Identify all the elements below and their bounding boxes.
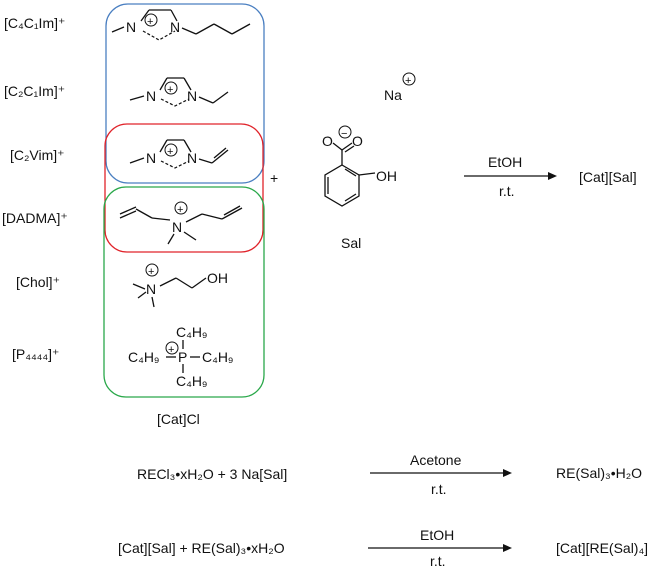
svg-text:N: N [172, 219, 182, 235]
svg-text:N: N [187, 150, 197, 166]
svg-text:N: N [126, 19, 136, 35]
reaction3-condition-top: EtOH [420, 527, 454, 543]
svg-text:+: + [167, 146, 173, 158]
svg-text:+: + [405, 75, 411, 87]
svg-text:N: N [146, 281, 156, 297]
structure-chol: + N OH [132, 263, 228, 308]
svg-text:N: N [146, 150, 156, 166]
structure-salicylate: O − O OH [322, 125, 397, 207]
reaction2-condition-top: Acetone [410, 452, 462, 468]
plus-sign: + [270, 170, 278, 186]
reaction3-reactants: [Cat][Sal] + RE(Sal)₃•xH₂O [118, 540, 285, 556]
svg-text:C₄H₉: C₄H₉ [176, 324, 208, 340]
reaction1-product: [Cat][Sal] [579, 169, 637, 185]
reaction2-reactants: RECl₃•xH₂O + 3 Na[Sal] [137, 466, 287, 482]
reaction3-product: [Cat][RE(Sal)₄] [556, 540, 648, 556]
svg-text:OH: OH [376, 168, 397, 184]
cation-label-c2c1im: [C₂C₁Im]⁺ [4, 83, 65, 99]
svg-text:N: N [187, 88, 197, 104]
structure-p4444: C₄H₉ C₄H₉ + P C₄H₉ C₄H₉ [128, 324, 234, 389]
structure-c2vim: N + N [129, 139, 229, 169]
svg-text:P: P [178, 349, 187, 365]
cation-label-p4444: [P₄₄₄₄]⁺ [12, 346, 59, 362]
reaction3-condition-bottom: r.t. [430, 553, 446, 569]
reaction1-condition-top: EtOH [488, 154, 522, 170]
cation-label-dadma: [DADMA]⁺ [2, 210, 68, 226]
reaction2-condition-bottom: r.t. [431, 481, 447, 497]
structure-c4c1im: N + N [111, 9, 251, 41]
structure-c2c1im: N + N [129, 77, 229, 107]
vinyl-group-box [104, 123, 264, 253]
svg-text:+: + [167, 84, 173, 96]
cation-label-c4c1im: [C₄C₁Im]⁺ [4, 15, 65, 31]
reaction2-product: RE(Sal)₃•H₂O [556, 465, 642, 481]
svg-text:C₄H₉: C₄H₉ [202, 349, 234, 365]
svg-text:+: + [148, 266, 154, 278]
sodium-label: Na [384, 87, 402, 103]
structure-dadma: N + [119, 201, 243, 245]
cat-cl-label: [Cat]Cl [157, 411, 200, 427]
cation-label-chol: [Chol]⁺ [16, 274, 60, 290]
svg-text:+: + [147, 16, 153, 28]
sal-label: Sal [341, 235, 361, 251]
svg-text:+: + [168, 344, 174, 356]
svg-text:N: N [170, 19, 180, 35]
reaction1-condition-bottom: r.t. [499, 183, 515, 199]
svg-text:N: N [146, 88, 156, 104]
svg-text:OH: OH [207, 270, 228, 286]
polymerizable-group-box [103, 186, 265, 398]
svg-text:O: O [322, 133, 333, 149]
cation-label-c2vim: [C₂Vim]⁺ [10, 147, 65, 163]
svg-text:−: − [341, 128, 347, 140]
svg-text:O: O [352, 133, 363, 149]
svg-text:+: + [177, 204, 183, 216]
svg-text:C₄H₉: C₄H₉ [128, 349, 160, 365]
imidazolium-group-box [105, 3, 265, 184]
svg-text:C₄H₉: C₄H₉ [176, 373, 208, 389]
